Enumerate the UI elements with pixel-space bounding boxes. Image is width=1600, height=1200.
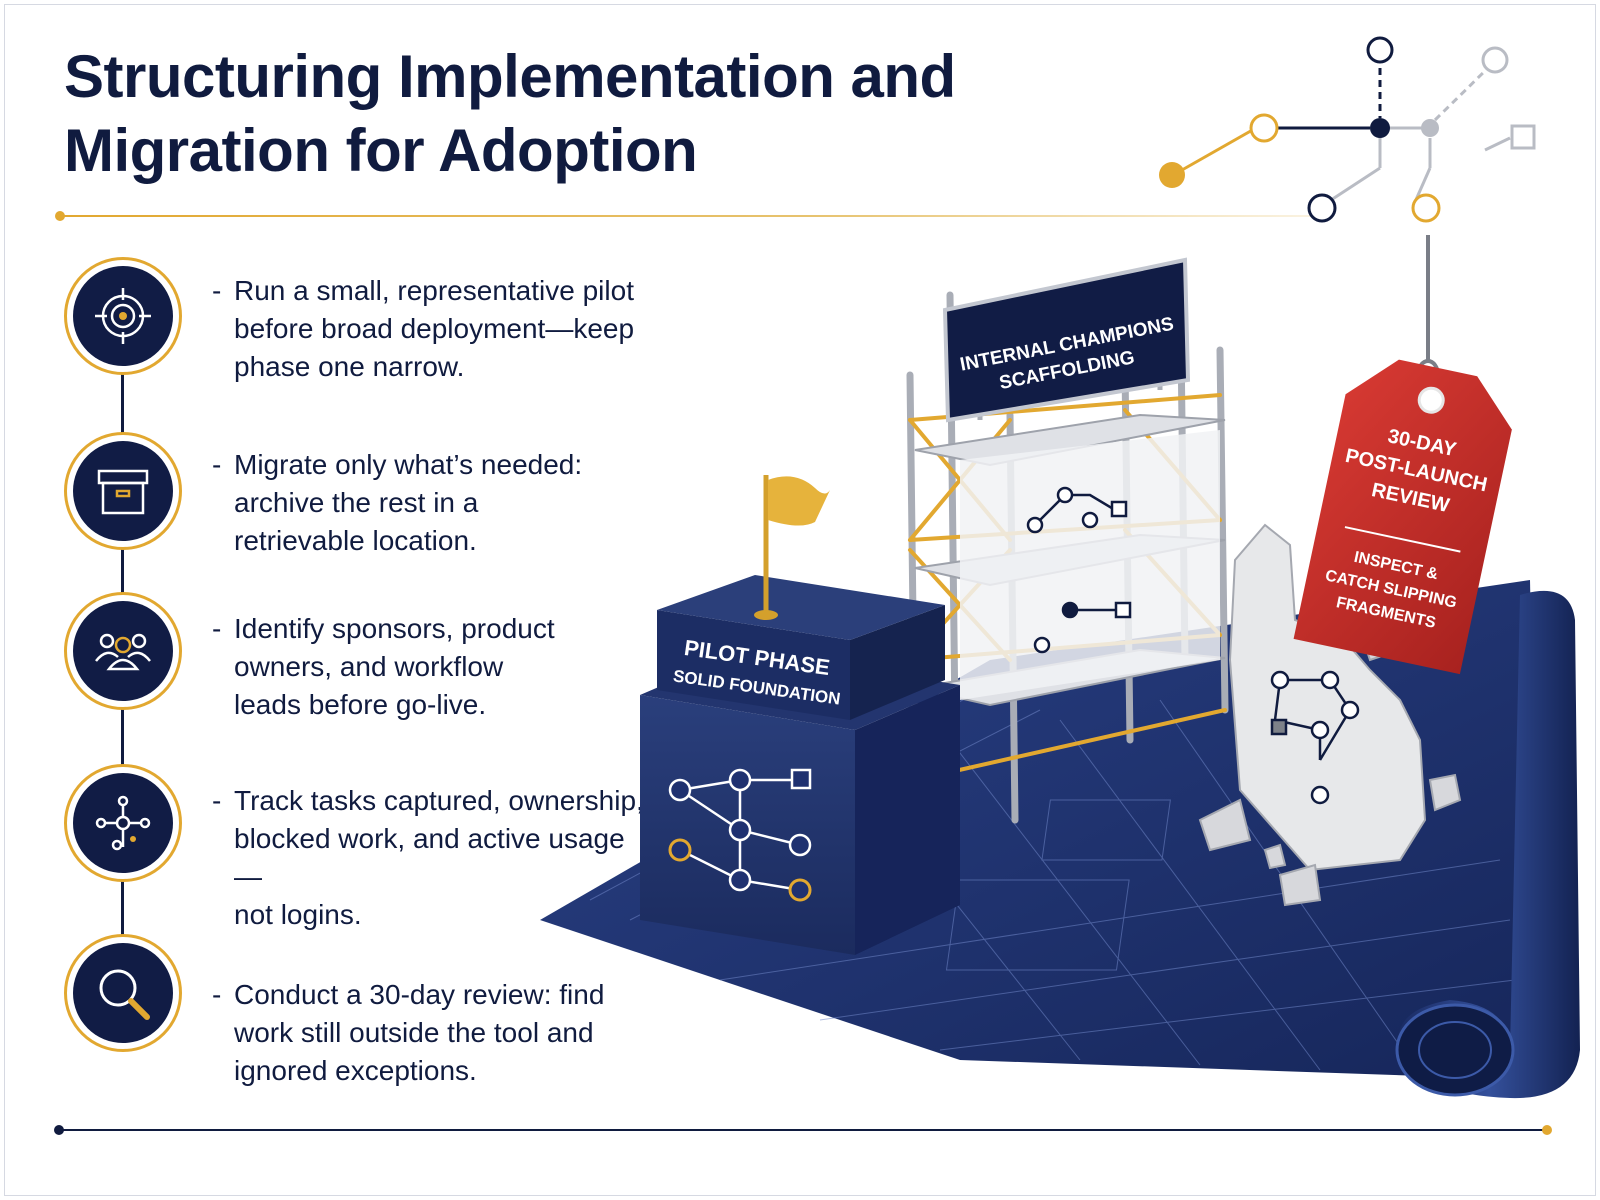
page-frame [4,4,1596,1196]
node-gold-filled-icon [1159,162,1185,188]
footer-dot-right-icon [1542,1125,1552,1135]
title-divider [58,215,1318,217]
node-grey-square-icon [1510,124,1536,150]
step-1-badge [64,257,182,375]
node-grey-ring-icon [1481,46,1509,74]
step-1-line-2: before broad deployment—keep [234,313,635,344]
step-5-line-2: work still outside the tool and [234,1017,594,1048]
step-5-line-3: ignored exceptions. [234,1055,477,1086]
step-3-dash: - [212,613,222,644]
step-5-badge [64,934,182,1052]
step-2-line-3: retrievable location. [234,525,477,556]
step-3-text: - Identify sponsors, product owners, and… [212,610,652,724]
step-4-dash: - [212,785,222,816]
node-network-decoration [1159,36,1536,223]
step-4-badge [64,764,182,882]
step-1-line-3: phase one narrow. [234,351,465,382]
node-gold-ring-bottom-icon [1411,193,1441,223]
blueprint-roll [1395,590,1580,1099]
step-2-line-2: archive the rest in a [234,487,479,518]
node-grey-filled-icon [1421,119,1439,137]
footer-dot-left-icon [54,1125,64,1135]
step-1-line-1: Run a small, representative pilot [234,275,634,306]
archive-box-icon [97,469,149,515]
step-4-line-1: Track tasks captured, ownership, [234,785,644,816]
implementation-illustration: INTERNAL CHAMPIONS SCAFFOLDING PILOT PHA… [540,235,1580,1099]
step-3-badge [64,592,182,710]
divider-dot-icon [55,211,65,221]
step-2-badge [64,432,182,550]
step-5-text: - Conduct a 30-day review: find work sti… [212,976,652,1090]
scaffold-sign: INTERNAL CHAMPIONS SCAFFOLDING [942,257,1191,423]
step-5-line-1: Conduct a 30-day review: find [234,979,605,1010]
title-line-2: Migration for Adoption [64,117,698,184]
step-4-line-3: not logins. [234,899,362,930]
step-3-line-1: Identify sponsors, product [234,613,555,644]
step-1-text: - Run a small, representative pilot befo… [212,272,652,386]
step-3-line-3: leads before go-live. [234,689,487,720]
node-navy-ring-icon [1366,36,1394,64]
step-2-text: - Migrate only what’s needed: archive th… [212,446,652,560]
flag-icon [754,475,830,620]
footer-divider [58,1129,1548,1131]
node-navy-ring-bottom-icon [1307,193,1337,223]
pilot-block: PILOT PHASE SOLID FOUNDATION [640,575,960,955]
step-5-dash: - [212,979,222,1010]
node-navy-filled-icon [1370,118,1390,138]
step-1-dash: - [212,275,222,306]
people-group-icon [95,633,151,671]
step-2-line-1: Migrate only what’s needed: [234,449,583,480]
step-4-line-2: blocked work, and active usage— [234,823,625,892]
network-nodes-icon [95,795,151,851]
title-line-1: Structuring Implementation and [64,43,956,110]
page-title: Structuring Implementation and Migration… [64,40,1064,188]
magnifier-icon [99,969,150,1020]
node-gold-ring-icon [1249,113,1279,143]
step-2-dash: - [212,449,222,480]
review-tag: 30-DAY POST-LAUNCH REVIEW INSPECT & CATC… [1293,359,1512,675]
step-4-text: - Track tasks captured, ownership, block… [212,782,652,934]
target-icon [95,288,151,344]
step-3-line-2: owners, and workflow [234,651,504,682]
